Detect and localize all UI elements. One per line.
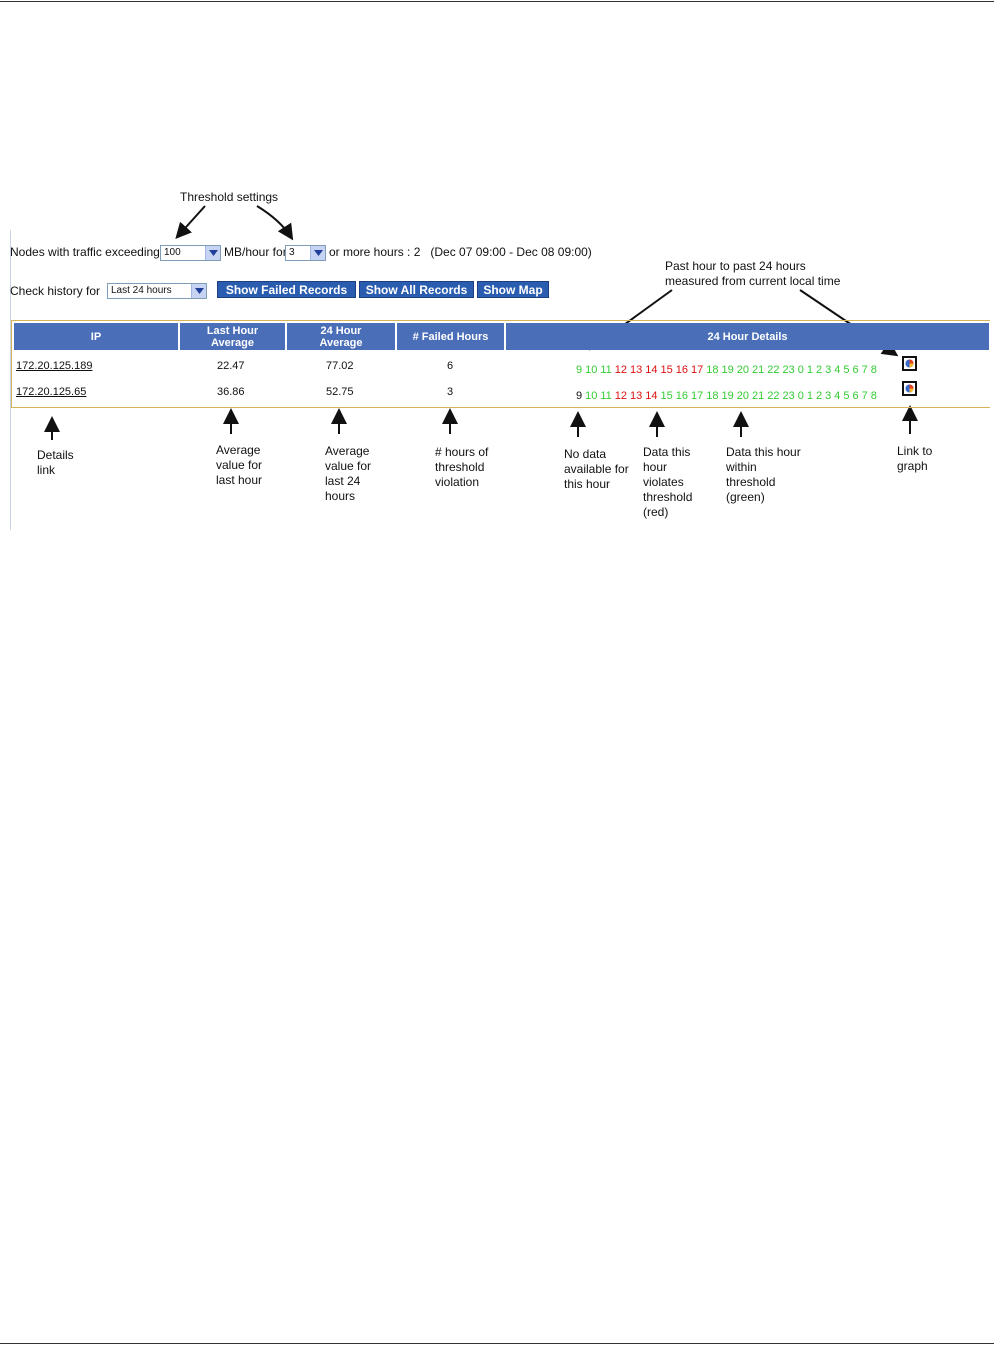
hour-cell: 13 xyxy=(630,364,643,376)
chevron-down-icon xyxy=(191,284,206,298)
hours-select-value: 3 xyxy=(289,247,295,258)
hour-cell: 23 xyxy=(782,390,795,402)
hour-cell: 1 xyxy=(806,364,814,376)
filter-suffix-label: or more hours : 2 (Dec 07 09:00 - Dec 08… xyxy=(329,245,592,259)
avg-last-24-note: Average value for last 24 hours xyxy=(325,444,372,503)
header-failed-hours: # Failed Hours xyxy=(397,323,504,350)
annotation-arrows xyxy=(44,205,918,440)
header-24-hour-average: 24 Hour Average xyxy=(287,323,395,350)
hour-cell: 4 xyxy=(834,390,841,402)
chevron-down-icon xyxy=(310,246,325,260)
hour-cell: 19 xyxy=(721,364,734,376)
hour-cell: 18 xyxy=(706,364,719,376)
top-rule xyxy=(0,1,994,2)
hour-cell: 10 xyxy=(585,390,598,402)
hour-cell: 3 xyxy=(825,390,832,402)
avg-last-hour-note: Average value for last hour xyxy=(216,443,263,487)
hour-cell: 11 xyxy=(600,390,612,402)
hours-select[interactable]: 3 xyxy=(285,245,326,261)
last-hour-value: 36.86 xyxy=(217,386,245,398)
hour-cell: 13 xyxy=(630,390,643,402)
hour-cell: 7 xyxy=(861,390,868,402)
show-failed-records-button[interactable]: Show Failed Records xyxy=(217,281,356,298)
hour-cell: 12 xyxy=(614,364,628,376)
bottom-rule xyxy=(0,1343,994,1344)
results-table xyxy=(11,320,990,408)
history-label: Check history for xyxy=(10,284,101,298)
filter-unit-label: MB/hour for xyxy=(224,245,287,259)
hour-cell: 18 xyxy=(706,390,719,402)
hour-cell: 20 xyxy=(736,364,750,376)
last-hour-value: 22.47 xyxy=(217,360,245,372)
hour-cell: 12 xyxy=(614,390,628,402)
history-select[interactable]: Last 24 hours xyxy=(107,283,207,299)
screenshot-border xyxy=(10,230,11,530)
link-graph-note: Link to graph xyxy=(897,444,933,473)
hour-cell: 17 xyxy=(691,364,704,376)
ip-link[interactable]: 172.20.125.65 xyxy=(16,386,87,398)
avg24-value: 52.75 xyxy=(326,386,354,398)
hour-cell: 19 xyxy=(721,390,734,402)
hour-cell: 11 xyxy=(600,364,612,376)
hour-cell: 7 xyxy=(861,364,868,376)
threshold-settings-note: Threshold settings xyxy=(180,190,279,204)
hour-cell: 8 xyxy=(870,364,877,376)
failed-hours-value: 6 xyxy=(447,360,454,372)
hours-violation-note: # hours of threshold violation xyxy=(435,445,489,489)
hour-cell: 22 xyxy=(767,364,780,376)
hour-cell: 5 xyxy=(843,390,850,402)
hour-cell: 9 xyxy=(576,364,583,376)
filter-prefix-label: Nodes with traffic exceeding xyxy=(10,245,160,259)
no-data-note: No data available for this hour xyxy=(564,447,629,491)
hour-cell: 2 xyxy=(816,364,823,376)
hour-cell: 16 xyxy=(675,364,689,376)
hour-cell: 23 xyxy=(782,364,795,376)
pie-chart-icon xyxy=(905,384,914,393)
hour-cell: 21 xyxy=(752,390,765,402)
hour-cell: 15 xyxy=(660,364,673,376)
hour-cell: 14 xyxy=(645,390,658,402)
hour-cell: 17 xyxy=(691,390,704,402)
threshold-select-value: 100 xyxy=(164,247,181,258)
data-violates-note: Data this hour violates threshold (red) xyxy=(643,445,693,519)
hour-cell: 8 xyxy=(870,390,877,402)
hour-cell: 3 xyxy=(825,364,832,376)
hour-cell: 0 xyxy=(797,364,804,376)
show-all-records-button[interactable]: Show All Records xyxy=(359,281,474,298)
graph-link[interactable] xyxy=(902,381,917,396)
hour-cell: 15 xyxy=(660,390,673,402)
hour-cell: 20 xyxy=(736,390,750,402)
failed-hours-value: 3 xyxy=(447,386,454,398)
avg24-value: 77.02 xyxy=(326,360,354,372)
chevron-down-icon xyxy=(205,246,220,260)
header-24-hour-details: 24 Hour Details xyxy=(506,323,989,350)
hour-cell: 1 xyxy=(806,390,814,402)
hour-cell: 9 xyxy=(576,390,583,402)
hour-cell: 5 xyxy=(843,364,850,376)
show-map-button[interactable]: Show Map xyxy=(477,281,549,298)
hour-cell: 0 xyxy=(797,390,804,402)
header-ip: IP xyxy=(14,323,178,350)
past-hour-note: Past hour to past 24 hours measured from… xyxy=(665,259,841,288)
threshold-select[interactable]: 100 xyxy=(160,245,221,261)
hour-cell: 10 xyxy=(585,364,598,376)
header-last-hour-average: Last Hour Average xyxy=(180,323,285,350)
ip-link[interactable]: 172.20.125.189 xyxy=(16,360,93,372)
hour-cell: 6 xyxy=(852,390,859,402)
hour-cell: 6 xyxy=(852,364,859,376)
graph-link[interactable] xyxy=(902,356,917,371)
pie-chart-icon xyxy=(905,359,914,368)
hour-cell: 22 xyxy=(767,390,780,402)
hour-cell: 4 xyxy=(834,364,841,376)
history-select-value: Last 24 hours xyxy=(111,285,172,296)
hour-cell: 21 xyxy=(752,364,765,376)
hour-cell: 14 xyxy=(645,364,658,376)
data-within-note: Data this hour within threshold (green) xyxy=(726,445,801,504)
hour-cell: 2 xyxy=(816,390,823,402)
details-link-note: Details link xyxy=(37,448,74,477)
hour-cell: 16 xyxy=(675,390,689,402)
